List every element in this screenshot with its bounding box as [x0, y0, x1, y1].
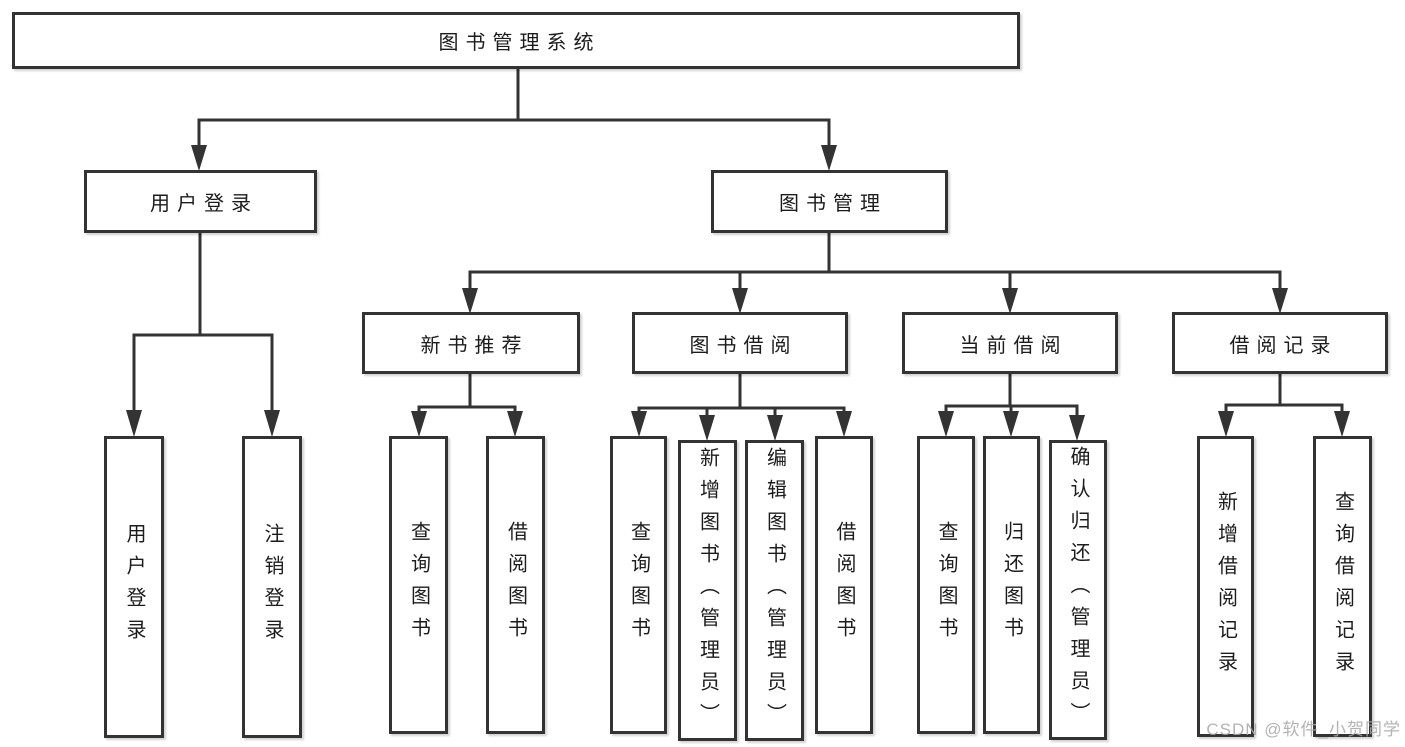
node-current-borrowing: 当前借阅 [902, 312, 1118, 374]
leaf-return-books: 归还图书 [983, 436, 1040, 734]
node-new-book-recommend: 新书推荐 [362, 312, 580, 374]
node-borrowing-records: 借阅记录 [1172, 312, 1388, 374]
leaf-add-borrow-record: 新增借阅记录 [1197, 436, 1254, 737]
leaf-add-book-admin: 新增图书（管理员） [678, 440, 737, 741]
leaf-user-login: 用户登录 [104, 436, 164, 738]
leaf-query-borrow-record: 查询借阅记录 [1313, 436, 1372, 737]
leaf-logout: 注销登录 [242, 436, 302, 738]
leaf-borrow-books-borrowing: 借阅图书 [815, 436, 873, 734]
leaf-query-books-borrowing: 查询图书 [610, 436, 667, 734]
node-book-borrowing: 图书借阅 [632, 312, 848, 374]
leaf-edit-book-admin: 编辑图书（管理员） [745, 440, 804, 741]
leaf-borrow-books-recommend: 借阅图书 [486, 436, 545, 734]
leaf-confirm-return-admin: 确认归还（管理员） [1049, 440, 1107, 740]
node-user-login: 用户登录 [84, 170, 317, 233]
leaf-query-books-current: 查询图书 [917, 436, 975, 734]
watermark-text: CSDN @软件_小贺同学 [1206, 720, 1401, 739]
leaf-query-books-recommend: 查询图书 [389, 436, 448, 734]
node-book-management: 图书管理 [711, 170, 948, 233]
node-root-library-system: 图书管理系统 [12, 12, 1020, 69]
